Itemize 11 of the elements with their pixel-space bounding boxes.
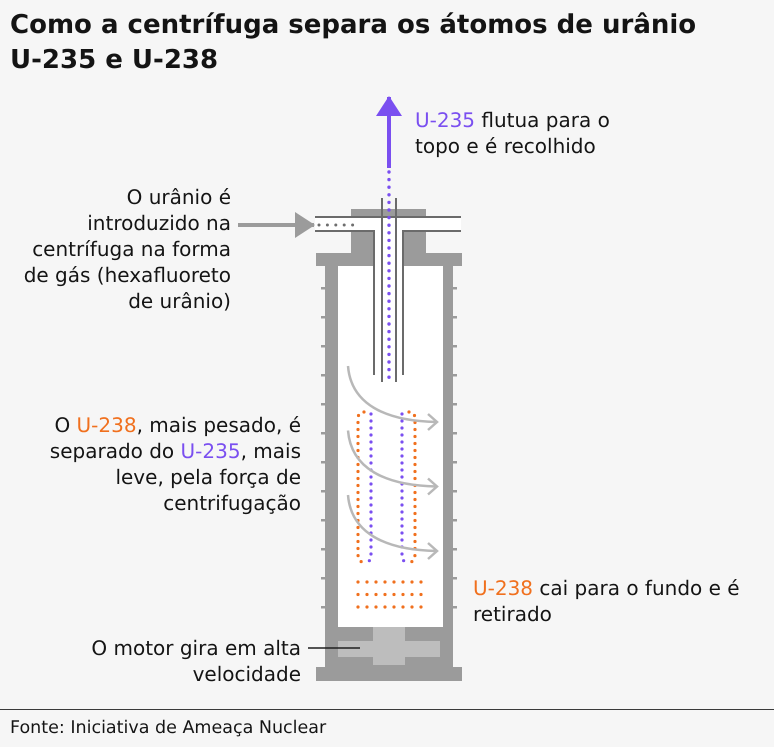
leader-line bbox=[308, 647, 360, 649]
annotation-text: U-238 cai para o fundo e é retirado bbox=[473, 575, 741, 627]
annotation-text: U-235 flutua para o topo e é recolhido bbox=[415, 107, 611, 159]
annotation-text: O U-238, mais pesado, é separado do U-235, mais leve, pela força de centrifugação bbox=[48, 412, 301, 516]
title: Como a centrífuga separa os átomos de urânio U-235 e U-238 bbox=[10, 9, 698, 77]
annotation-text: O motor gira em alta velocidade bbox=[81, 635, 308, 687]
centrifuge-illustration bbox=[314, 168, 462, 682]
arrow bbox=[376, 96, 402, 168]
annotation-text: O urânio é introduzido na centrífuga na forma de gás (hexafluoreto de urânio) bbox=[15, 184, 238, 314]
source-note: Fonte: Iniciativa de Ameaça Nuclear bbox=[10, 717, 326, 739]
arrow bbox=[238, 212, 315, 238]
